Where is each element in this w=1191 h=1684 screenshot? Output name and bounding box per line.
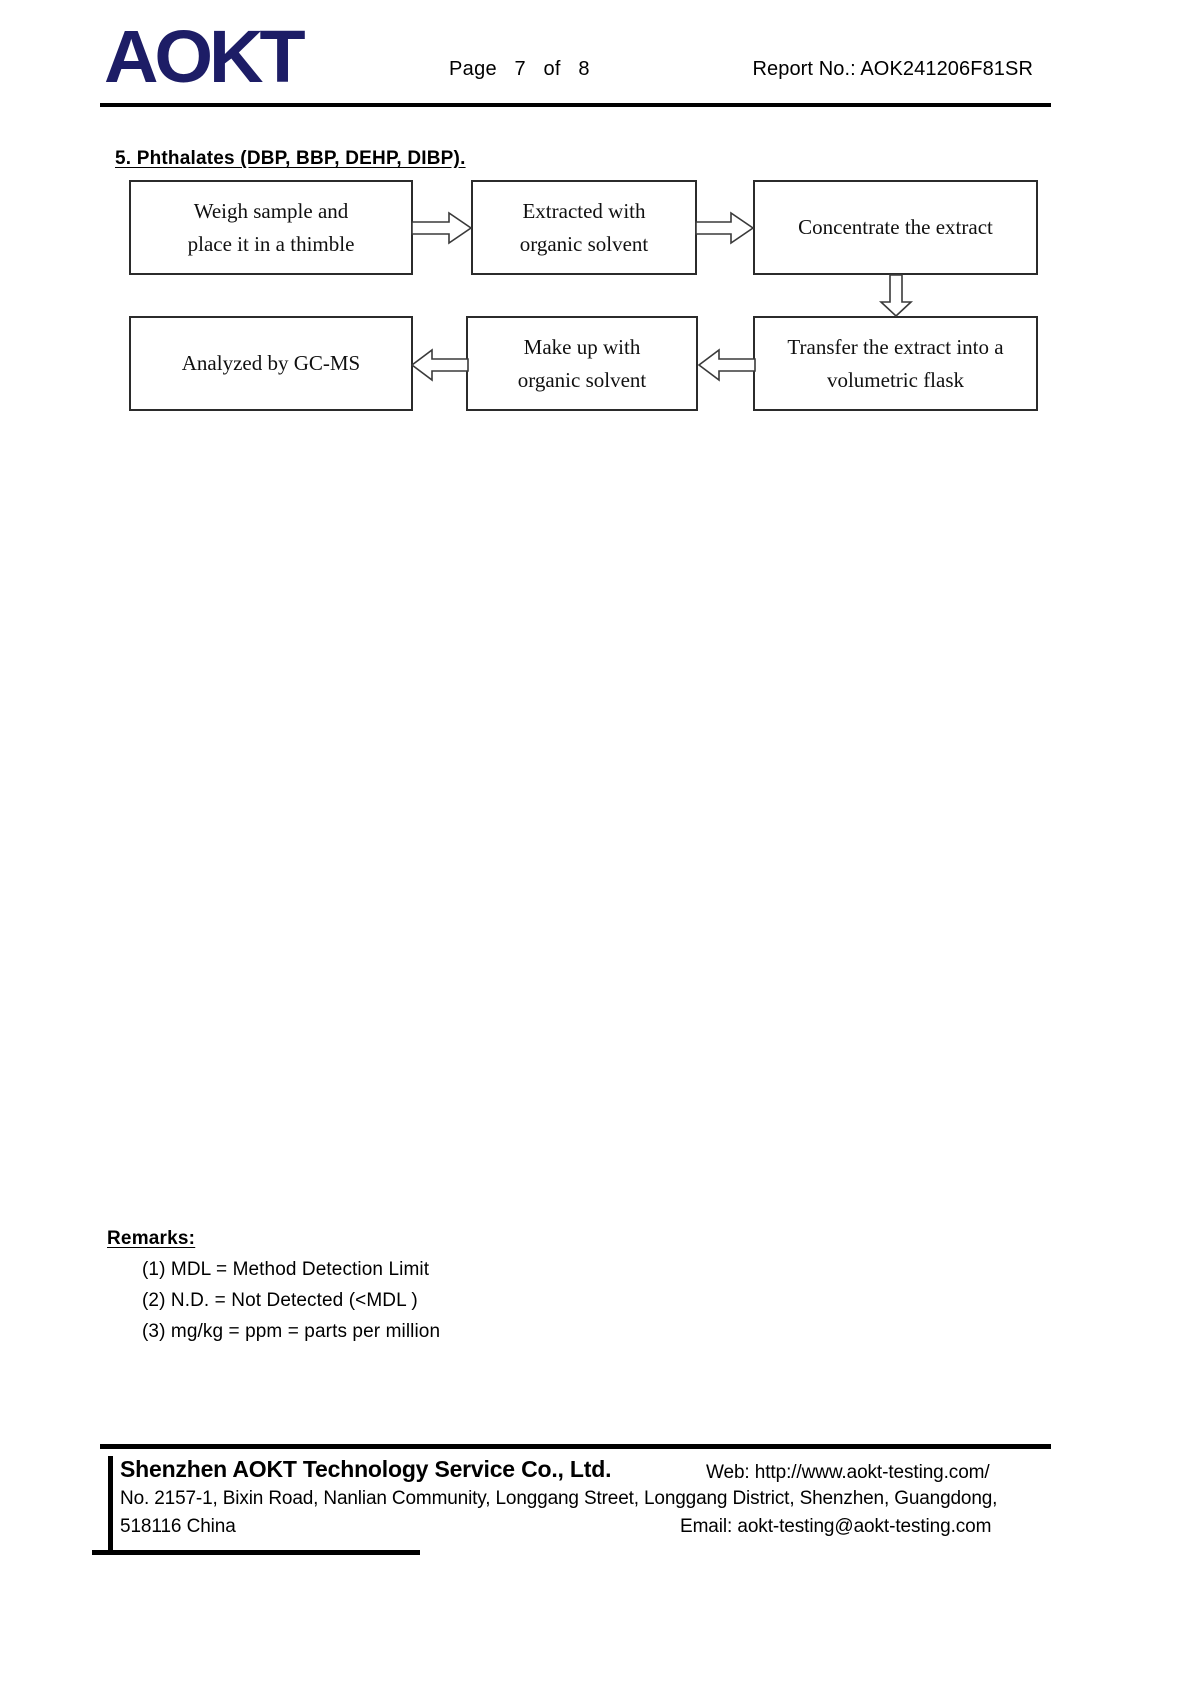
flow-box-extracted-line1: Extracted with <box>522 199 646 224</box>
footer-email-link[interactable]: Email: aokt-testing@aokt-testing.com <box>680 1516 992 1537</box>
flow-box-extracted-line2: organic solvent <box>519 231 649 256</box>
arrow-left-icon <box>698 347 756 383</box>
arrow-left-icon <box>411 347 469 383</box>
flow-box-weigh-sample-line2: place it in a thimble <box>187 231 355 256</box>
flow-box-concentrate-extract: Concentrate the extract <box>753 180 1038 275</box>
flow-box-transfer-line1: Transfer the extract into a <box>787 335 1004 360</box>
footer-postal-line: 518116 China <box>120 1516 236 1537</box>
remark-item-nd: (2) N.D. = Not Detected (<MDL ) <box>142 1290 418 1311</box>
arrow-right-icon <box>411 210 473 246</box>
flow-box-transfer-line2: volumetric flask <box>826 367 965 392</box>
report-number-label: Report No.: AOK241206F81SR <box>752 58 1033 80</box>
header-divider <box>100 103 1051 107</box>
flow-box-weigh-sample-line1: Weigh sample and <box>193 199 349 224</box>
remark-item-units: (3) mg/kg = ppm = parts per million <box>142 1321 441 1342</box>
footer-bottom-divider <box>92 1550 420 1555</box>
flow-box-extracted-with-solvent: Extracted with organic solvent <box>471 180 697 275</box>
flow-box-concentrate-line1: Concentrate the extract <box>798 215 993 240</box>
flow-box-makeup-line2: organic solvent <box>517 367 647 392</box>
aokt-logo: AOKT <box>104 15 306 98</box>
flow-box-transfer-to-flask: Transfer the extract into a volumetric f… <box>753 316 1038 411</box>
flow-box-analyzed-by-gcms: Analyzed by GC-MS <box>129 316 413 411</box>
remark-item-mdl: (1) MDL = Method Detection Limit <box>142 1259 430 1280</box>
remarks-title: Remarks: <box>107 1228 196 1249</box>
page-footer: Shenzhen AOKT Technology Service Co., Lt… <box>0 1432 1191 1684</box>
remarks-section: Remarks: (1) MDL = Method Detection Limi… <box>107 1228 807 1343</box>
footer-address-line: No. 2157-1, Bixin Road, Nanlian Communit… <box>120 1488 998 1509</box>
arrow-down-icon <box>878 274 914 318</box>
page-number-label: Page 7 of 8 <box>449 58 590 80</box>
footer-website-link[interactable]: Web: http://www.aokt-testing.com/ <box>706 1462 990 1483</box>
flow-box-analyzed-line1: Analyzed by GC-MS <box>181 351 361 376</box>
footer-left-accent-bar <box>108 1456 113 1555</box>
section-title: 5. Phthalates (DBP, BBP, DEHP, DIBP). <box>115 148 466 169</box>
flow-box-weigh-sample: Weigh sample and place it in a thimble <box>129 180 413 275</box>
arrow-right-icon <box>695 210 755 246</box>
footer-company-name: Shenzhen AOKT Technology Service Co., Lt… <box>120 1456 612 1482</box>
phthalates-process-flowchart: Weigh sample and place it in a thimble E… <box>0 0 1191 440</box>
footer-top-divider <box>100 1444 1051 1449</box>
page-header: AOKT Page 7 of 8 Report No.: AOK241206F8… <box>0 0 1191 115</box>
flow-box-makeup-line1: Make up with <box>523 335 641 360</box>
flow-box-make-up-with-solvent: Make up with organic solvent <box>466 316 698 411</box>
